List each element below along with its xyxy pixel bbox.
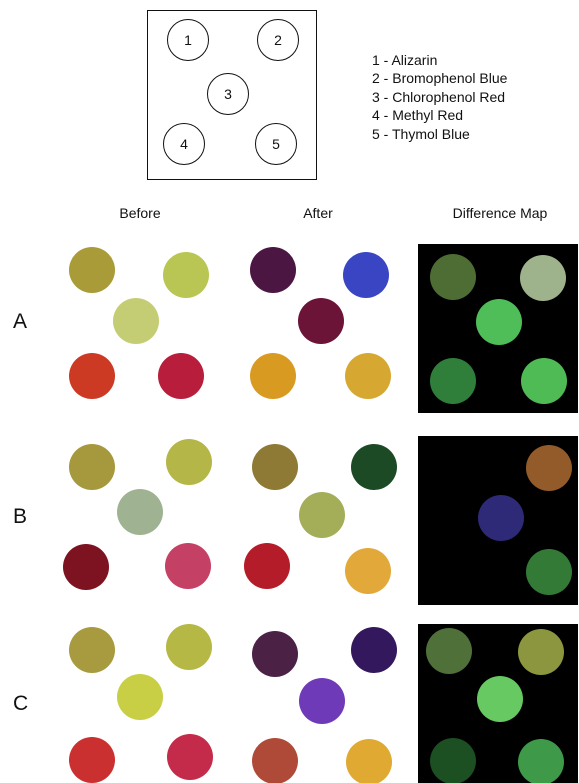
row-label-a: A — [13, 310, 28, 333]
spot-c-difference-5 — [518, 739, 564, 783]
spot-c-after-3 — [299, 678, 345, 724]
key-circle-3: 3 — [207, 73, 249, 115]
spot-c-difference-2 — [518, 629, 564, 675]
column-header-after: After — [303, 205, 333, 221]
spot-b-after-3 — [299, 492, 345, 538]
column-header-before: Before — [119, 205, 161, 221]
spot-c-before-5 — [167, 734, 213, 780]
spot-a-difference-5 — [521, 358, 567, 404]
row-label-b: B — [13, 505, 28, 528]
spot-c-after-1 — [252, 631, 298, 677]
legend-item-4: 4 - Methyl Red — [372, 107, 464, 124]
spot-b-before-3 — [117, 489, 163, 535]
spot-c-before-2 — [166, 624, 212, 670]
spot-c-after-2 — [351, 627, 397, 673]
spot-b-difference-1 — [430, 445, 476, 491]
spot-b-after-1 — [252, 444, 298, 490]
spot-c-after-5 — [346, 739, 392, 783]
spot-a-before-4 — [69, 353, 115, 399]
spot-b-after-5 — [345, 548, 391, 594]
spot-b-difference-2 — [526, 445, 572, 491]
legend-item-3: 3 - Chlorophenol Red — [372, 88, 506, 105]
spot-a-difference-2 — [520, 255, 566, 301]
spot-b-after-2 — [351, 444, 397, 490]
spot-b-after-4 — [244, 543, 290, 589]
spot-c-before-4 — [69, 737, 115, 783]
key-circle-2: 2 — [257, 19, 299, 61]
spot-b-before-4 — [63, 544, 109, 590]
key-circle-5: 5 — [255, 123, 297, 165]
spot-c-before-3 — [117, 674, 163, 720]
spot-c-before-1 — [69, 627, 115, 673]
spot-a-after-2 — [343, 252, 389, 298]
key-circle-1: 1 — [167, 19, 209, 61]
legend-item-2: 2 - Bromophenol Blue — [372, 70, 508, 87]
row-label-c: C — [13, 692, 29, 715]
spot-a-difference-1 — [430, 254, 476, 300]
spot-b-before-5 — [165, 543, 211, 589]
column-header-difference-map: Difference Map — [452, 205, 548, 221]
spot-a-before-2 — [163, 252, 209, 298]
spot-a-difference-4 — [430, 358, 476, 404]
legend-item-5: 5 - Thymol Blue — [372, 125, 470, 142]
spot-c-difference-1 — [426, 628, 472, 674]
legend-item-1: 1 - Alizarin — [372, 52, 438, 68]
spot-c-difference-3 — [477, 676, 523, 722]
spot-b-before-1 — [69, 444, 115, 490]
spot-c-after-4 — [252, 738, 298, 783]
spot-c-difference-4 — [430, 738, 476, 783]
spot-a-before-1 — [69, 247, 115, 293]
spot-a-after-3 — [298, 298, 344, 344]
spot-a-difference-3 — [476, 299, 522, 345]
spot-b-before-2 — [166, 439, 212, 485]
key-circle-4: 4 — [163, 123, 205, 165]
spot-b-difference-4 — [430, 548, 476, 594]
spot-a-after-1 — [250, 247, 296, 293]
spot-a-after-4 — [250, 353, 296, 399]
spot-b-difference-3 — [478, 495, 524, 541]
indicator-legend: 1 - Alizarin 2 - Bromophenol Blue 3 - Ch… — [372, 51, 507, 143]
spot-a-before-5 — [158, 353, 204, 399]
spot-a-after-5 — [345, 353, 391, 399]
well-layout-key: 1 2 3 4 5 — [147, 10, 317, 180]
spot-b-difference-5 — [526, 549, 572, 595]
spot-a-before-3 — [113, 298, 159, 344]
